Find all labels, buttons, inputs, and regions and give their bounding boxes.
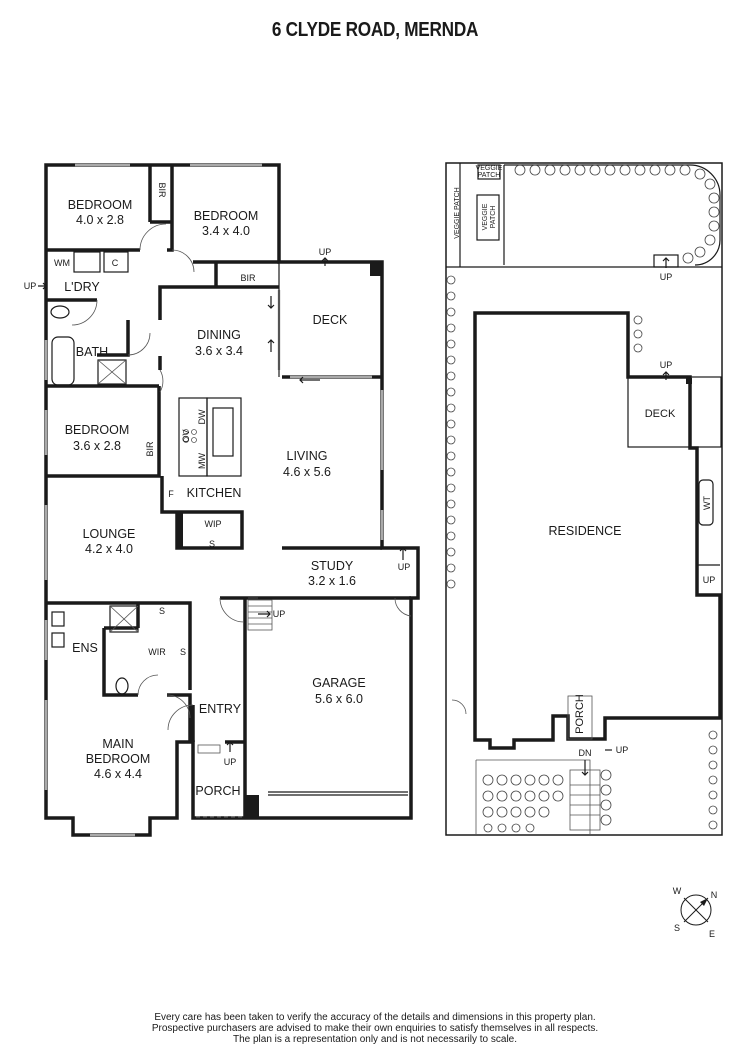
- bedroom1-label: BEDROOM: [68, 198, 133, 212]
- kitchen-label: KITCHEN: [187, 486, 242, 500]
- porch-label: PORCH: [195, 784, 240, 798]
- entry-steps: [197, 599, 273, 754]
- living-dims: 4.6 x 5.6: [283, 465, 331, 479]
- c-label: C: [112, 258, 119, 268]
- site-up-label-4: UP: [616, 745, 629, 755]
- ensuite-label: ENS: [72, 641, 98, 655]
- wm-label: WM: [54, 258, 70, 268]
- veggie-patch-top-label-2: PATCH: [478, 172, 501, 179]
- deck-label: DECK: [313, 313, 348, 327]
- floor-plan: BEDROOM 4.0 x 2.8 BEDROOM 3.4 x 4.0 BIR …: [24, 163, 420, 837]
- s-label-wir1: S: [159, 606, 165, 616]
- bir2-label: BIR: [240, 273, 256, 283]
- compass-e: E: [709, 929, 715, 939]
- compass-s: S: [674, 923, 680, 933]
- study-label: STUDY: [311, 559, 354, 573]
- up-label-porch: UP: [224, 757, 237, 767]
- disclaimer-line-2: Prospective purchasers are advised to ma…: [151, 1023, 599, 1034]
- bedroom1-dims: 4.0 x 2.8: [76, 213, 124, 227]
- f-label: F: [168, 489, 174, 499]
- bir-label: BIR: [157, 182, 167, 198]
- floor-plan-door-swings: [71, 223, 412, 731]
- study-dims: 3.2 x 1.6: [308, 574, 356, 588]
- floor-plan-outer-wall: [44, 163, 420, 837]
- site-up-label-1: UP: [660, 272, 673, 282]
- residence-label: RESIDENCE: [549, 524, 622, 538]
- site-porch-steps: [451, 695, 601, 835]
- compass: W N S E: [673, 886, 718, 939]
- page-title: 6 CLYDE ROAD, MERNDA: [271, 19, 479, 41]
- main-bedroom-label: MAIN: [102, 737, 133, 751]
- veggie-patch-mid-label-2: PATCH: [490, 206, 497, 229]
- veggie-patch-top-label-1: VEGGIE: [476, 165, 503, 172]
- residence-outline: [473, 311, 722, 750]
- floor-plan-up-arrows: [38, 257, 407, 752]
- veggie-patch-mid-label-1: VEGGIE: [482, 203, 489, 230]
- site-plan: VEGGIE PATCH VEGGIE PATCH VEGGIE PATCH U…: [445, 162, 723, 836]
- entry-label: ENTRY: [199, 702, 242, 716]
- kitchen-island: [206, 397, 242, 477]
- site-boundary: [445, 162, 723, 836]
- ov-label: OV: [181, 429, 191, 442]
- bir3-label: BIR: [145, 441, 155, 457]
- up-label-study: UP: [398, 562, 411, 572]
- compass-w: W: [673, 886, 682, 896]
- garage-dims: 5.6 x 6.0: [315, 692, 363, 706]
- dn-label: DN: [579, 748, 592, 758]
- dining-dims: 3.6 x 3.4: [195, 344, 243, 358]
- site-porch-label: PORCH: [574, 694, 586, 734]
- dining-label: DINING: [197, 328, 241, 342]
- wir-label: WIR: [148, 647, 166, 657]
- veggie-patch-side-label: VEGGIE PATCH: [454, 187, 461, 238]
- bath-tub: [51, 336, 75, 386]
- floor-plan-windows: [44, 163, 384, 837]
- bedroom2-dims: 3.4 x 4.0: [202, 224, 250, 238]
- laundry-label: L'DRY: [64, 280, 100, 294]
- disclaimer: Every care has been taken to verify the …: [0, 1012, 750, 1045]
- disclaimer-line-1: Every care has been taken to verify the …: [154, 1012, 596, 1023]
- mw-label: MW: [197, 453, 207, 469]
- site-deck-label: DECK: [645, 408, 676, 420]
- up-label-entry-steps: UP: [273, 609, 286, 619]
- porch-post: [245, 795, 259, 817]
- wip-label: WIP: [205, 519, 222, 529]
- living-label: LIVING: [287, 449, 328, 463]
- up-label-deck: UP: [319, 247, 332, 257]
- up-label-laundry: UP: [24, 281, 37, 291]
- main-bedroom-dims: 4.6 x 4.4: [94, 767, 142, 781]
- compass-n: N: [711, 890, 718, 900]
- garage-label: GARAGE: [312, 676, 366, 690]
- lounge-label: LOUNGE: [83, 527, 136, 541]
- deck-post: [370, 263, 381, 276]
- s-label-wir2: S: [180, 647, 186, 657]
- site-up-label-2: UP: [660, 360, 673, 370]
- bedroom3-label: BEDROOM: [65, 423, 130, 437]
- shrubs: [446, 164, 720, 833]
- disclaimer-line-3: The plan is a representation only and is…: [232, 1034, 518, 1045]
- dw-label: DW: [197, 409, 207, 424]
- lounge-dims: 4.2 x 4.0: [85, 542, 133, 556]
- bedroom3-dims: 3.6 x 2.8: [73, 439, 121, 453]
- s-label-wip: S: [209, 539, 215, 549]
- bath-label: BATH: [76, 345, 108, 359]
- wt-label: WT: [702, 496, 712, 510]
- main-bedroom-label-2: BEDROOM: [86, 752, 151, 766]
- site-up-label-3: UP: [703, 575, 716, 585]
- bedroom2-label: BEDROOM: [194, 209, 259, 223]
